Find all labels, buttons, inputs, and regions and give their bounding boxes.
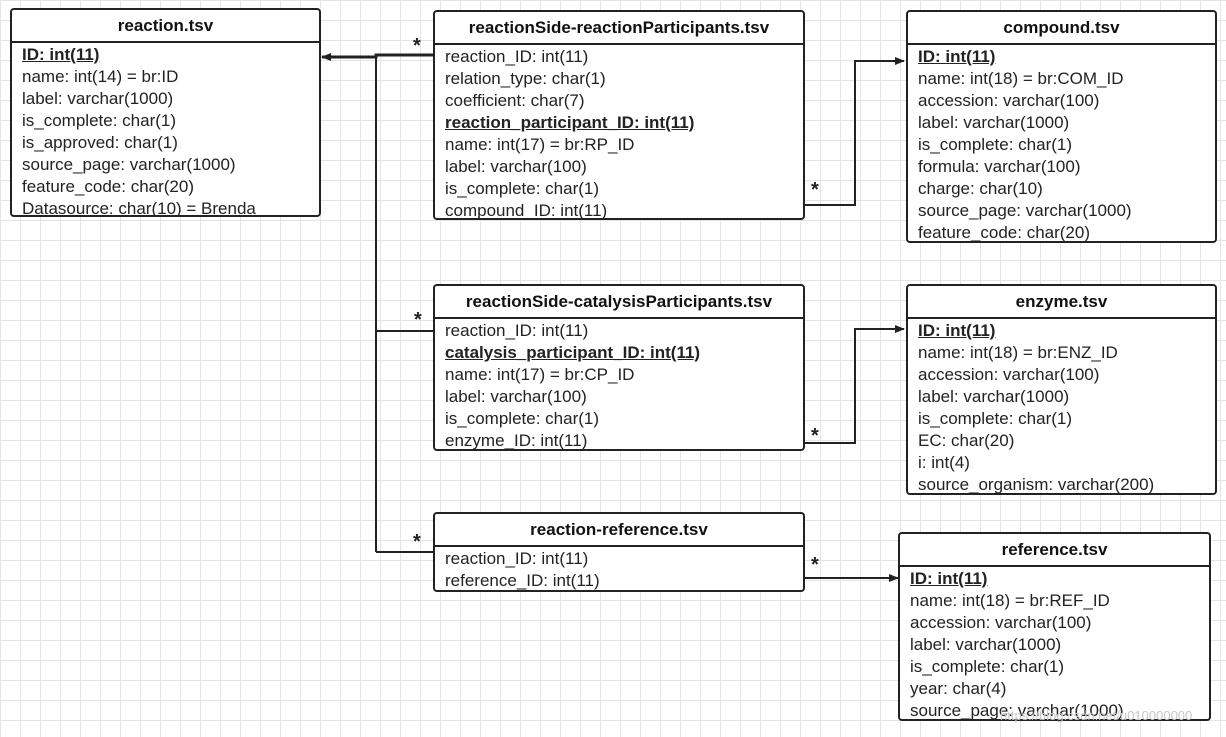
table-title: enzyme.tsv [908, 286, 1215, 319]
field-list: ID: int(11) name: int(18) = br:COM_ID ac… [908, 45, 1215, 242]
field-accession: accession: varchar(100) [918, 91, 1100, 110]
field-reaction-id: reaction_ID: int(11) [445, 47, 589, 66]
multiplicity-star-reference-right: * [811, 554, 819, 576]
table-title: compound.tsv [908, 12, 1215, 45]
field-label: label: varchar(1000) [918, 387, 1070, 406]
field-name: name: int(17) = br:RP_ID [445, 135, 635, 154]
table-reaction[interactable]: reaction.tsv ID: int(11) name: int(14) =… [10, 8, 321, 217]
field-source-page: source_page: varchar(1000) [918, 201, 1132, 220]
field-reaction-id: reaction_ID: int(11) [445, 549, 589, 568]
table-enzyme[interactable]: enzyme.tsv ID: int(11) name: int(18) = b… [906, 284, 1217, 495]
table-reaction-participants[interactable]: reactionSide-reactionParticipants.tsv re… [433, 10, 805, 220]
table-title: reference.tsv [900, 534, 1209, 567]
field-enzyme-id: enzyme_ID: int(11) [445, 431, 588, 450]
field-list: ID: int(11) name: int(14) = br:ID label:… [12, 43, 319, 217]
multiplicity-star-reference-left: * [413, 531, 421, 553]
field-ec: EC: char(20) [918, 431, 1015, 450]
field-name: name: int(18) = br:COM_ID [918, 69, 1124, 88]
field-source-page: source_page: varchar(1000) [910, 701, 1124, 720]
field-coefficient: coefficient: char(7) [445, 91, 585, 110]
table-title: reactionSide-catalysisParticipants.tsv [435, 286, 803, 319]
field-list: ID: int(11) name: int(18) = br:REF_ID ac… [900, 567, 1209, 720]
field-formula: formula: varchar(100) [918, 157, 1081, 176]
field-datasource: Datasource: char(10) = Brenda [22, 199, 256, 217]
multiplicity-star-participants-right: * [811, 179, 819, 201]
field-is-complete: is_complete: char(1) [445, 409, 600, 428]
field-label: label: varchar(1000) [918, 113, 1070, 132]
link-catalysis-to-enzyme [804, 325, 905, 444]
field-primary-key: reaction_participant_ID: int(11) [445, 113, 695, 132]
field-accession: accession: varchar(100) [910, 613, 1092, 632]
field-feature-code: feature_code: char(20) [22, 177, 194, 196]
multiplicity-star-catalysis-left: * [414, 309, 422, 331]
field-year: year: char(4) [910, 679, 1007, 698]
field-primary-key: ID: int(11) [918, 47, 996, 66]
table-reaction-reference[interactable]: reaction-reference.tsv reaction_ID: int(… [433, 512, 805, 592]
field-i: i: int(4) [918, 453, 970, 472]
field-name: name: int(17) = br:CP_ID [445, 365, 635, 384]
field-is-complete: is_complete: char(1) [445, 179, 600, 198]
field-is-complete: is_complete: char(1) [918, 409, 1073, 428]
field-feature-code: feature_code: char(20) [918, 223, 1090, 242]
field-is-complete: is_complete: char(1) [918, 135, 1073, 154]
table-reference[interactable]: reference.tsv ID: int(11) name: int(18) … [898, 532, 1211, 721]
field-list: ID: int(11) name: int(18) = br:ENZ_ID ac… [908, 319, 1215, 494]
multiplicity-star-catalysis-right: * [811, 425, 819, 447]
link-participants-to-compound [804, 57, 905, 206]
field-reaction-id: reaction_ID: int(11) [445, 321, 589, 340]
field-primary-key: ID: int(11) [918, 321, 996, 340]
field-accession: accession: varchar(100) [918, 365, 1100, 384]
field-label: label: varchar(100) [445, 387, 587, 406]
field-name: name: int(18) = br:REF_ID [910, 591, 1110, 610]
table-title: reactionSide-reactionParticipants.tsv [435, 12, 803, 45]
field-is-complete: is_complete: char(1) [910, 657, 1065, 676]
field-label: label: varchar(100) [445, 157, 587, 176]
field-primary-key: catalysis_participant_ID: int(11) [445, 343, 701, 362]
table-title: reaction-reference.tsv [435, 514, 803, 547]
watermark-text: https://blog.csdn.net/u010000000 [1000, 708, 1193, 723]
field-source-organism: source_organism: varchar(200) [918, 475, 1155, 494]
field-list: reaction_ID: int(11) relation_type: char… [435, 45, 803, 220]
field-list: reaction_ID: int(11) catalysis_participa… [435, 319, 803, 450]
field-is-approved: is_approved: char(1) [22, 133, 178, 152]
field-name: name: int(18) = br:ENZ_ID [918, 343, 1118, 362]
field-name: name: int(14) = br:ID [22, 67, 179, 86]
table-catalysis-participants[interactable]: reactionSide-catalysisParticipants.tsv r… [433, 284, 805, 451]
field-list: reaction_ID: int(11) reference_ID: int(1… [435, 547, 803, 590]
field-relation-type: relation_type: char(1) [445, 69, 606, 88]
field-source-page: source_page: varchar(1000) [22, 155, 236, 174]
field-primary-key: ID: int(11) [910, 569, 988, 588]
table-title: reaction.tsv [12, 10, 319, 43]
field-label: label: varchar(1000) [910, 635, 1062, 654]
field-charge: charge: char(10) [918, 179, 1043, 198]
multiplicity-star-participants-left: * [413, 35, 421, 57]
field-label: label: varchar(1000) [22, 89, 174, 108]
table-compound[interactable]: compound.tsv ID: int(11) name: int(18) =… [906, 10, 1217, 243]
field-compound-id: compound_ID: int(11) [445, 201, 608, 220]
field-primary-key: ID: int(11) [22, 45, 100, 64]
field-is-complete: is_complete: char(1) [22, 111, 177, 130]
field-reference-id: reference_ID: int(11) [445, 571, 600, 590]
